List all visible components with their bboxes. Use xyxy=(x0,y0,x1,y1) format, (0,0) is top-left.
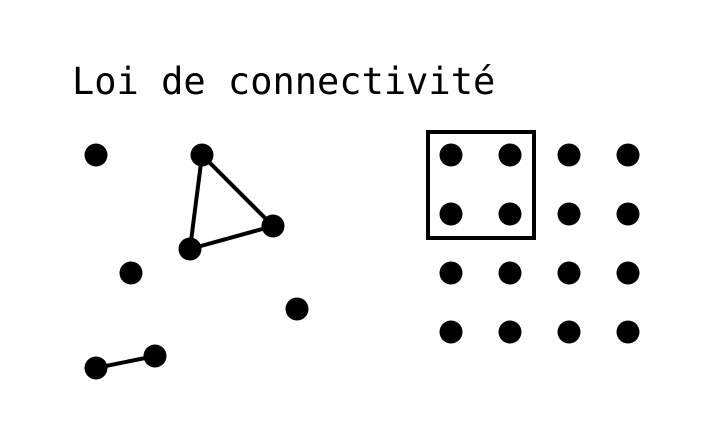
grid-dot-boxed xyxy=(439,202,463,226)
grid-dot xyxy=(498,320,522,344)
right-panel xyxy=(426,130,640,344)
grid-dot xyxy=(557,261,581,285)
triangle-dot-left xyxy=(178,237,202,261)
grid-dot xyxy=(616,320,640,344)
triangle-dot-top xyxy=(190,143,214,167)
grid-dot-boxed xyxy=(498,202,522,226)
grid-dot-boxed xyxy=(498,143,522,167)
isolated-dot xyxy=(84,143,108,167)
pair-dot-right xyxy=(143,344,167,368)
group-box xyxy=(426,130,536,240)
grid-dot xyxy=(616,261,640,285)
isolated-dot xyxy=(119,261,143,285)
grid-dot-boxed xyxy=(439,143,463,167)
slide-title: Loi de connectivité xyxy=(72,60,496,103)
grid-dot xyxy=(616,143,640,167)
isolated-dot xyxy=(285,297,309,321)
dot-grid xyxy=(439,143,640,344)
triangle-edge-top-right xyxy=(200,153,275,228)
triangle-dot-right xyxy=(261,214,285,238)
grid-dot xyxy=(616,202,640,226)
grid-dot xyxy=(557,202,581,226)
triangle-edge-right-left xyxy=(188,224,275,251)
grid-dot xyxy=(439,320,463,344)
grid-dot xyxy=(498,261,522,285)
triangle-edge-left-top xyxy=(188,153,204,251)
pair-dot-left xyxy=(84,356,108,380)
grid-dot xyxy=(557,143,581,167)
grid-dot xyxy=(557,320,581,344)
grid-dot xyxy=(439,261,463,285)
left-panel xyxy=(84,143,309,380)
